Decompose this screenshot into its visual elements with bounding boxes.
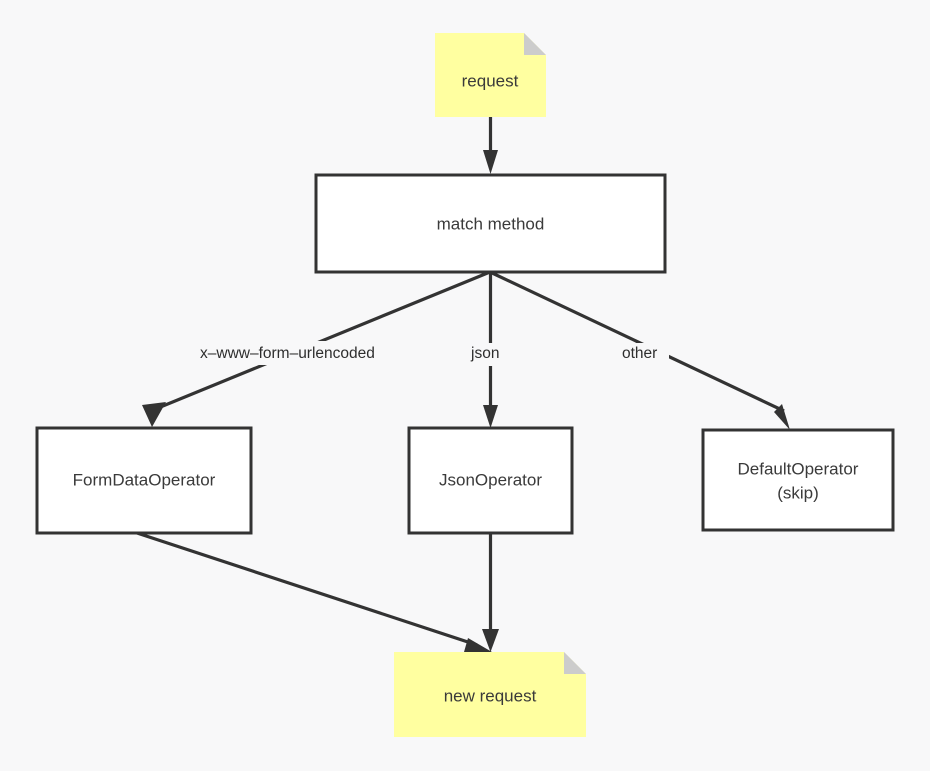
edge-label-other: other	[619, 343, 669, 366]
edge-request-to-match-method	[483, 117, 498, 174]
edge-match-method-to-json-operator	[483, 272, 498, 428]
node-default-operator[interactable]: DefaultOperator (skip)	[701, 428, 895, 532]
node-label-json-operator: JsonOperator	[439, 470, 542, 489]
edge-label-text: json	[470, 345, 499, 362]
arrow-head-icon	[483, 405, 498, 428]
arrow-head-icon	[482, 629, 499, 652]
note-shape	[435, 33, 546, 117]
edge-label-json: json	[468, 343, 512, 366]
edge-match-method-to-form-data-operator	[142, 270, 491, 427]
edge-label-text: x–www–form–urlencoded	[200, 345, 375, 362]
node-label-new-request: new request	[444, 686, 537, 705]
edge-label-text: other	[622, 345, 657, 362]
node-form-data-operator[interactable]: FormDataOperator	[35, 426, 253, 535]
node-shape	[407, 426, 574, 535]
edge-json-operator-to-new-request	[482, 533, 499, 652]
node-shape	[314, 173, 667, 274]
node-label-default-operator: DefaultOperator	[738, 459, 859, 478]
node-label-request: request	[462, 71, 519, 90]
note-fold-icon	[524, 33, 546, 55]
arrow-head-icon	[774, 404, 790, 430]
node-label-match-method: match method	[437, 214, 545, 233]
node-label-form-data-operator: FormDataOperator	[73, 470, 216, 489]
node-shape	[35, 426, 253, 535]
arrow-head-icon	[142, 402, 166, 427]
arrow-head-icon	[483, 150, 498, 174]
node-request[interactable]: request	[435, 33, 546, 117]
arrow-head-icon	[464, 638, 492, 652]
node-json-operator[interactable]: JsonOperator	[407, 426, 574, 535]
note-shape	[394, 652, 586, 737]
node-new-request[interactable]: new request	[394, 652, 586, 737]
node-match-method[interactable]: match method	[314, 173, 667, 274]
edge-form-data-operator-to-new-request	[136, 531, 492, 652]
note-fold-icon	[564, 652, 586, 674]
edge-label-x-www-form-urlencoded: x–www–form–urlencoded	[197, 341, 437, 365]
node-label-default-operator-line2: (skip)	[777, 483, 819, 502]
edge-match-method-to-default-operator	[489, 270, 790, 430]
node-shape	[701, 428, 895, 532]
